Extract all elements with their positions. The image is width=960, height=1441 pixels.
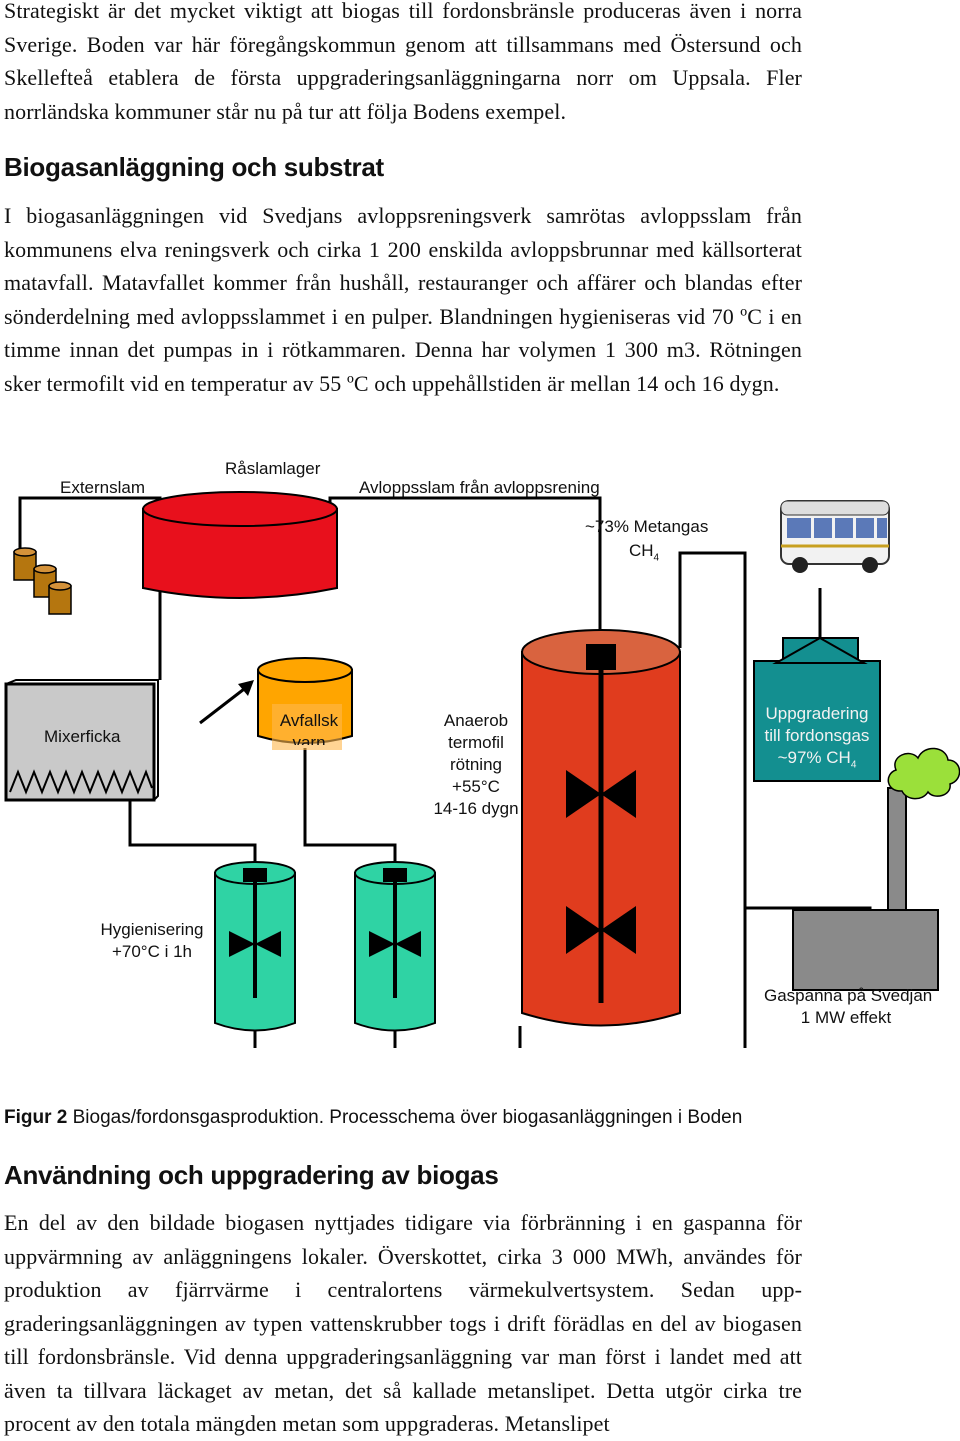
label-raslamlager: Råslamlager (225, 459, 321, 478)
figure-caption-text: Biogas/fordonsgasproduktion. Processchem… (67, 1107, 743, 1128)
section-heading-anvandning: Användning och uppgradering av biogas (4, 1160, 499, 1190)
barrel-1 (13, 547, 37, 581)
label-uppgradering-2: till fordonsgas (764, 726, 870, 745)
label-anaerob-2: termofil (448, 733, 504, 752)
hygienisering-tank-1 (214, 861, 296, 1032)
label-metangas-ch: CH (628, 541, 654, 560)
label-anaerob-1: Anaerob (443, 711, 509, 730)
label-hygienisering: Hygienisering +70°C i 1h (96, 919, 208, 963)
label-avfallskvarn: Avfallsk varn (272, 710, 346, 745)
label-gaspanna-1: Gaspanna på Svedjan (764, 986, 933, 1005)
avfallskvarn-tank (257, 657, 353, 750)
label-uppgradering-sub: 4 (850, 759, 857, 771)
label-gaspanna-2: 1 MW effekt (800, 1008, 892, 1027)
label-gaspanna: Gaspanna på Svedjan 1 MW effekt (764, 985, 933, 1029)
section2-paragraph: En del av den bildade biogasen nyttjades… (4, 1210, 802, 1436)
pipe-hyg-bottom (253, 1028, 397, 1048)
barrel-3 (48, 581, 72, 615)
gaspanna-unit (792, 747, 960, 991)
cloud-icon (887, 747, 960, 800)
pipe-externslam (18, 496, 162, 552)
figure-caption: Figur 2 Biogas/fordonsgasproduktion. Pro… (4, 1107, 742, 1129)
label-hygienisering-1: Hygienisering (100, 920, 204, 939)
bus-icon (780, 500, 890, 573)
label-uppgradering: Uppgradering till fordonsgas ~97% CH4 (754, 703, 880, 776)
raslamlager-tank (142, 491, 338, 599)
label-anaerob: Anaerob termofil rötning +55°C 14-16 dyg… (424, 710, 528, 820)
barrels (13, 547, 72, 615)
label-metangas-sub: 4 (653, 552, 660, 564)
label-avfallskvarn-line2: varn (292, 733, 326, 745)
uppgradering-unit (753, 636, 881, 782)
label-mixerficka: Mixerficka (44, 727, 121, 746)
arrow-avfall (199, 680, 254, 725)
label-anaerob-5: 14-16 dygn (433, 799, 519, 818)
label-metangas: ~73% Metangas CH4 (583, 515, 709, 570)
pipe-gas-upgrade (678, 551, 747, 1048)
section1-paragraph: I biogasanläggningen vid Svedjans avlopp… (4, 203, 802, 396)
section-heading-biogasanlaggning: Biogasanläggning och substrat (4, 152, 384, 182)
label-anaerob-4: +55°C (452, 777, 500, 796)
process-diagram: Externslam Råslamlager Avloppsslam från … (0, 448, 960, 1048)
process-diagram-svg (4, 491, 960, 1048)
digester-tank (521, 629, 681, 1027)
label-avfallskvarn-line1: Avfallsk (279, 711, 339, 730)
label-externslam: Externslam (60, 478, 146, 497)
intro-paragraph: Strategiskt är det mycket viktigt att bi… (4, 0, 802, 124)
label-metangas-line2: CH4 (583, 539, 705, 570)
label-uppgradering-3: ~97% CH4 (754, 747, 880, 776)
mixerficka-tank (4, 679, 159, 802)
pipe-hyg-digester (518, 1026, 522, 1048)
label-uppgradering-1: Uppgradering (765, 704, 869, 723)
label-hygienisering-2: +70°C i 1h (111, 942, 193, 961)
label-anaerob-3: rötning (450, 755, 502, 774)
label-avloppsslam: Avloppsslam från avloppsrening (359, 478, 600, 497)
hygienisering-tank-2 (354, 861, 436, 1032)
mixer-teeth (9, 769, 153, 795)
label-uppgradering-ch: ~97% CH (777, 748, 851, 767)
label-metangas-line1: ~73% Metangas (585, 517, 709, 536)
pipe-avfall-hyg (303, 748, 397, 868)
figure-caption-label: Figur 2 (4, 1107, 68, 1128)
pipe-avloppsslam (328, 496, 602, 640)
